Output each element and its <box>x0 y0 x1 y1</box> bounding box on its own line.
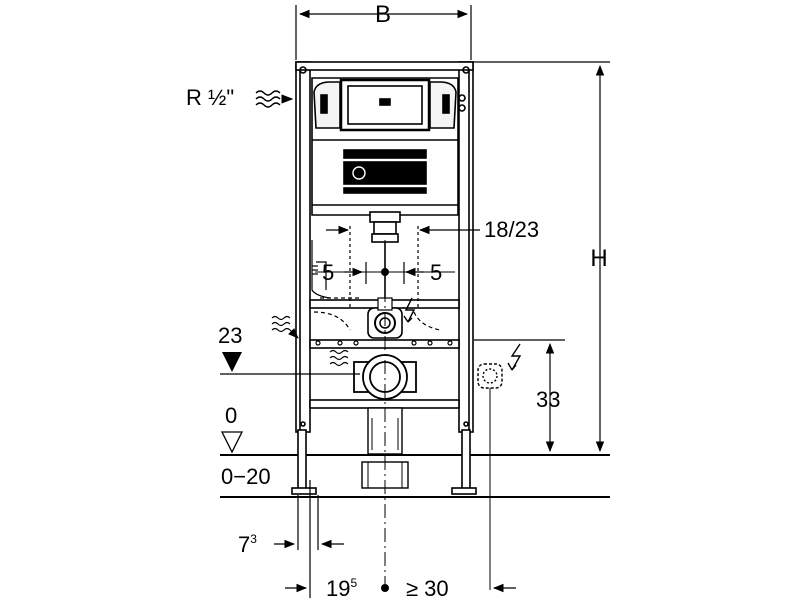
cistern: GEBERIT <box>311 77 466 216</box>
floor-level-marker <box>220 431 244 454</box>
frame-details <box>311 226 453 346</box>
frame-depth-label: 73 <box>238 532 257 557</box>
water-supply-icon <box>255 90 294 108</box>
width-label: B <box>375 1 391 28</box>
socket-height-label: 33 <box>536 387 560 412</box>
floor-lines <box>220 454 610 498</box>
center-axis <box>315 240 491 592</box>
axis-distance-label: 195 <box>326 576 357 600</box>
electric-symbol-frame <box>403 297 416 323</box>
dimension-offsets <box>344 262 424 284</box>
min-distance-label: ≥ 30 <box>406 576 449 600</box>
dimension-height <box>473 61 610 453</box>
drain-height-label: 23 <box>218 323 242 348</box>
dimension-frame-depth <box>274 495 344 550</box>
drain-height-marker <box>220 352 360 375</box>
electric-socket <box>477 343 522 389</box>
water-icon-drain <box>329 349 349 367</box>
flush-pipe <box>369 211 401 300</box>
floor-level-label: 0 <box>225 403 237 428</box>
brand-logo: GEBERIT <box>368 169 416 180</box>
water-icon-left <box>271 315 299 339</box>
installation-frame <box>291 61 477 495</box>
flush-pipe-label: 18/23 <box>484 217 539 242</box>
dimension-socket-height <box>474 339 565 453</box>
dimension-axis-distance <box>285 480 516 598</box>
offset-left-label: 5 <box>322 260 334 285</box>
floor-range-label: 0−20 <box>221 464 271 489</box>
water-supply-label: R ½" <box>186 85 234 110</box>
offset-right-label: 5 <box>430 260 442 285</box>
height-label: H <box>590 245 607 272</box>
dimension-width <box>295 5 472 60</box>
